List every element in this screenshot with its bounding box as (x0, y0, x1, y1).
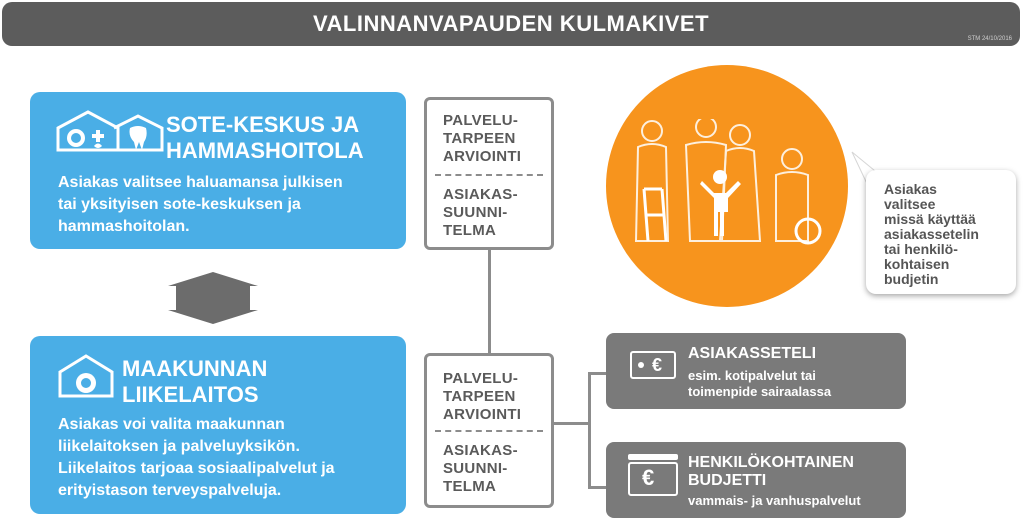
sote-desc-line3: hammashoitolan. (58, 218, 190, 235)
page-title: VALINNANVAPAUDEN KULMAKIVET (312, 11, 710, 36)
customer-circle (606, 65, 848, 307)
maakunta-title-line2: LIIKELAITOS (122, 382, 259, 407)
connector-vertical (488, 248, 491, 354)
voucher-sub-line1: esim. kotipalvelut tai (688, 368, 816, 383)
voucher-box: € ASIAKASSETELI esim. kotipalvelut tai t… (606, 333, 906, 409)
plan-line2: SUUNNI- (443, 460, 508, 477)
budget-sub: vammais- ja vanhuspalvelut (688, 493, 861, 508)
budget-box: € HENKILÖKOHTAINEN BUDJETTI vammais- ja … (606, 442, 906, 518)
family-icon (634, 119, 822, 245)
budget-title-line1: HENKILÖKOHTAINEN (688, 454, 854, 471)
connector-voucher (588, 372, 608, 375)
double-arrow-icon (168, 272, 258, 324)
wallet-flap (628, 454, 678, 460)
sote-title-line2: HAMMASHOITOLA (166, 138, 364, 163)
bubble-line5: tai henkilö- (884, 241, 958, 257)
plan-line2: SUUNNI- (443, 204, 508, 221)
wallet-icon: € (628, 454, 678, 496)
bubble-line3: missä käyttää (884, 211, 976, 227)
connector-branch (588, 372, 591, 488)
maakunta-desc-line1: Asiakas voi valita maakunnan (58, 416, 285, 433)
need-line2: TARPEEN (443, 388, 516, 405)
stamp-text: STM 24/10/2016 (967, 36, 1012, 42)
need-line3: ARVIOINTI (443, 406, 522, 423)
bubble-line4: asiakassetelin (884, 226, 979, 242)
bubble-line7: budjetin (884, 271, 939, 287)
bubble-line6: kohtaisen (884, 256, 950, 272)
voucher-sub-line2: toimenpide sairaalassa (688, 384, 832, 399)
euro-symbol: € (642, 465, 655, 490)
plan-line1: ASIAKAS- (443, 186, 518, 203)
maakunta-title-line1: MAAKUNNAN (122, 356, 268, 381)
plan-line1: ASIAKAS- (443, 442, 518, 459)
need-line2: TARPEEN (443, 130, 516, 147)
speech-bubble: Asiakas valitsee missä käyttää asiakasse… (866, 170, 1016, 294)
plan-line3: TELMA (443, 222, 497, 239)
sote-box: SOTE-KESKUS JA HAMMASHOITOLA Asiakas val… (30, 92, 406, 249)
divider (435, 174, 543, 176)
maakunta-box: MAAKUNNAN LIIKELAITOS Asiakas voi valita… (30, 336, 406, 514)
maakunta-desc-line3: Liikelaitos tarjoaa sosiaalipalvelut ja (58, 460, 335, 477)
need-line1: PALVELU- (443, 370, 519, 387)
voucher-title: ASIAKASSETELI (688, 345, 817, 362)
budget-title-line2: BUDJETTI (688, 472, 767, 489)
voucher-icon: € (630, 351, 676, 379)
sote-title-line1: SOTE-KESKUS JA (166, 112, 360, 137)
sote-desc-line1: Asiakas valitsee haluamansa julkisen (58, 174, 343, 191)
divider (435, 430, 543, 432)
health-center-icon (56, 110, 164, 152)
health-center-icon (58, 354, 114, 398)
assessment-box-lower: PALVELU- TARPEEN ARVIOINTI ASIAKAS- SUUN… (424, 353, 554, 508)
plan-line3: TELMA (443, 478, 497, 495)
bubble-text: Asiakas valitsee missä käyttää asiakasse… (884, 182, 1009, 287)
euro-symbol: € (652, 355, 663, 375)
maakunta-desc-line4: erityistason terveyspalveluja. (58, 482, 282, 499)
connector-main (552, 422, 588, 425)
bubble-line2: valitsee (884, 196, 936, 212)
maakunta-desc-line2: liikelaitoksen ja palveluyksikön. (58, 438, 300, 455)
voucher-dot (638, 362, 644, 368)
connector-budget (588, 486, 608, 489)
title-bar: VALINNANVAPAUDEN KULMAKIVET STM 24/10/20… (2, 2, 1020, 46)
need-line3: ARVIOINTI (443, 148, 522, 165)
need-line1: PALVELU- (443, 112, 519, 129)
wallet-body (628, 462, 678, 496)
bubble-line1: Asiakas (884, 181, 937, 197)
sote-desc-line2: tai yksityisen sote-keskuksen ja (58, 196, 301, 213)
assessment-box-upper: PALVELU- TARPEEN ARVIOINTI ASIAKAS- SUUN… (424, 97, 554, 250)
